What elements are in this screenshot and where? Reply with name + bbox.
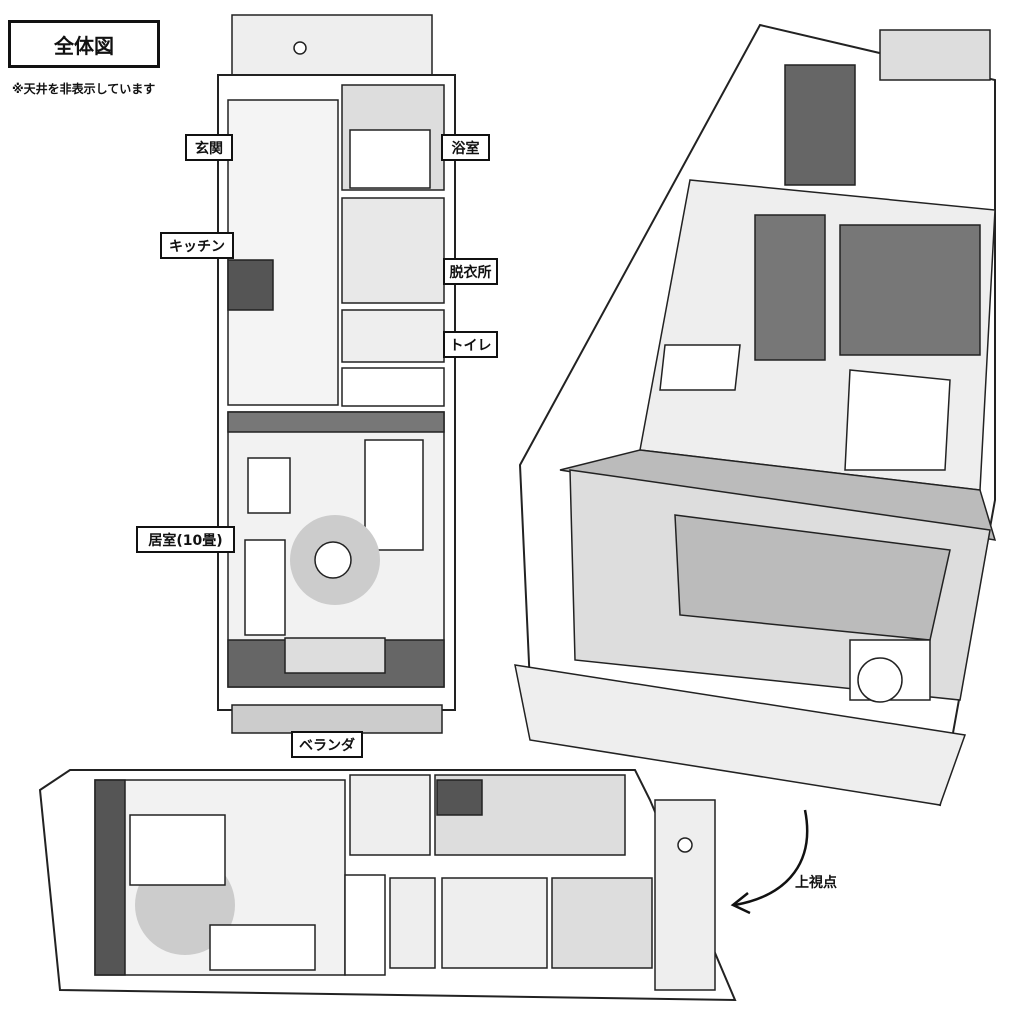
- arrow-icon: [734, 809, 809, 907]
- label-toilet: トイレ: [443, 331, 498, 358]
- label-living-room: 居室(10畳): [136, 526, 235, 553]
- top-down-view: [38, 769, 737, 1002]
- arrow-head: [730, 892, 751, 915]
- isometric-view: [514, 23, 997, 807]
- label-kitchen: キッチン: [160, 232, 234, 259]
- top-view-label: 上視点: [795, 875, 837, 891]
- page-title: 全体図: [8, 20, 160, 68]
- ceiling-hidden-note: ※天井を非表示しています: [12, 82, 156, 96]
- label-veranda: ベランダ: [291, 731, 363, 758]
- label-dressing-room: 脱衣所: [443, 258, 498, 285]
- plan-view: [217, 14, 456, 734]
- label-bathroom: 浴室: [441, 134, 490, 161]
- label-entrance: 玄関: [185, 134, 233, 161]
